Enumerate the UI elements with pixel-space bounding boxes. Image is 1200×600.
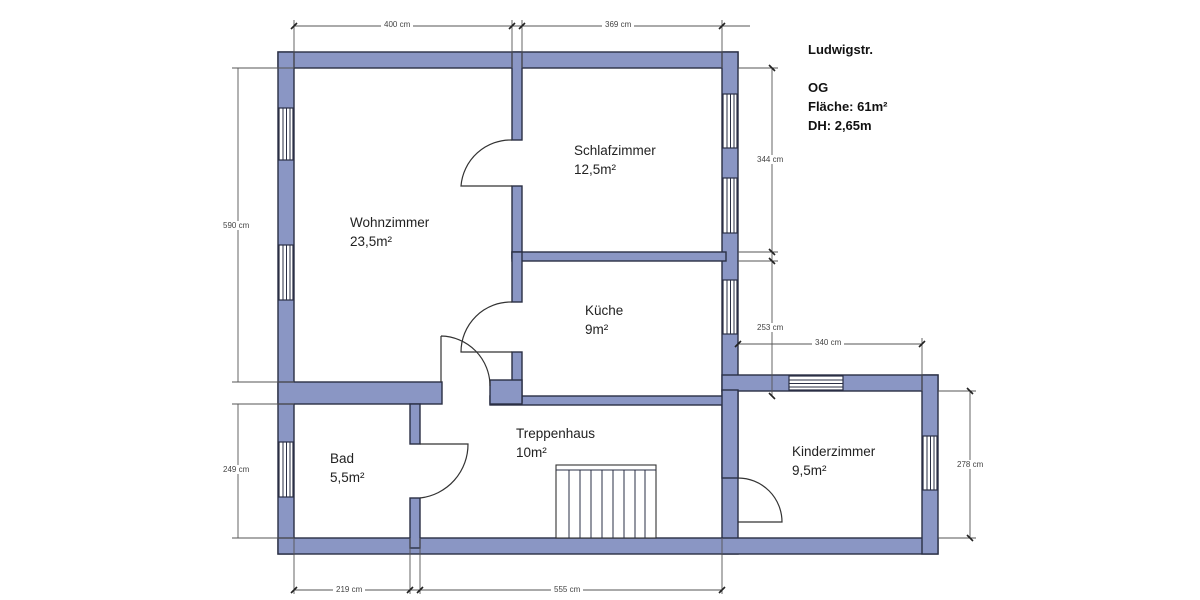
room-name: Küche xyxy=(585,303,624,318)
room-area: 23,5m² xyxy=(350,234,393,249)
room-area: 12,5m² xyxy=(574,162,617,177)
room-name: Kinderzimmer xyxy=(792,444,876,459)
room-kueche: Küche 9m² xyxy=(585,301,623,339)
dim-schlafzimmer-height: 344 cm xyxy=(754,155,787,164)
plan-info: Ludwigstr. OG Fläche: 61m² DH: 2,65m xyxy=(808,40,887,135)
room-area: 9,5m² xyxy=(792,463,827,478)
dim-bottom-left: 219 cm xyxy=(333,585,366,594)
room-name: Treppenhaus xyxy=(516,426,596,441)
room-name: Bad xyxy=(330,451,355,466)
room-treppenhaus: Treppenhaus 10m² xyxy=(516,424,595,462)
room-schlafzimmer: Schlafzimmer 12,5m² xyxy=(574,141,656,179)
dim-left-lower: 249 cm xyxy=(220,465,253,474)
room-bad: Bad 5,5m² xyxy=(330,449,365,487)
windows xyxy=(278,93,938,498)
street-name: Ludwigstr. xyxy=(808,42,873,57)
dim-bottom-right: 555 cm xyxy=(551,585,584,594)
total-area: Fläche: 61m² xyxy=(808,99,888,114)
ceiling-height: DH: 2,65m xyxy=(808,118,872,133)
room-area: 9m² xyxy=(585,322,609,337)
room-name: Schlafzimmer xyxy=(574,143,656,158)
dim-top-right: 369 cm xyxy=(602,20,635,29)
doors xyxy=(419,139,783,523)
walls xyxy=(277,51,939,555)
room-kinderzimmer: Kinderzimmer 9,5m² xyxy=(792,442,875,480)
dim-left-upper: 590 cm xyxy=(220,221,253,230)
dimension-ticks xyxy=(290,22,974,594)
dim-kinderzimmer-width: 340 cm xyxy=(812,338,845,347)
dim-kinderzimmer-height: 278 cm xyxy=(954,460,987,469)
stairs xyxy=(555,464,657,539)
room-name: Wohnzimmer xyxy=(350,215,430,230)
room-wohnzimmer: Wohnzimmer 23,5m² xyxy=(350,213,429,251)
room-area: 10m² xyxy=(516,445,547,460)
dim-kueche-height: 253 cm xyxy=(754,323,787,332)
dim-top-left: 400 cm xyxy=(381,20,414,29)
floor-label: OG xyxy=(808,80,829,95)
room-area: 5,5m² xyxy=(330,470,365,485)
